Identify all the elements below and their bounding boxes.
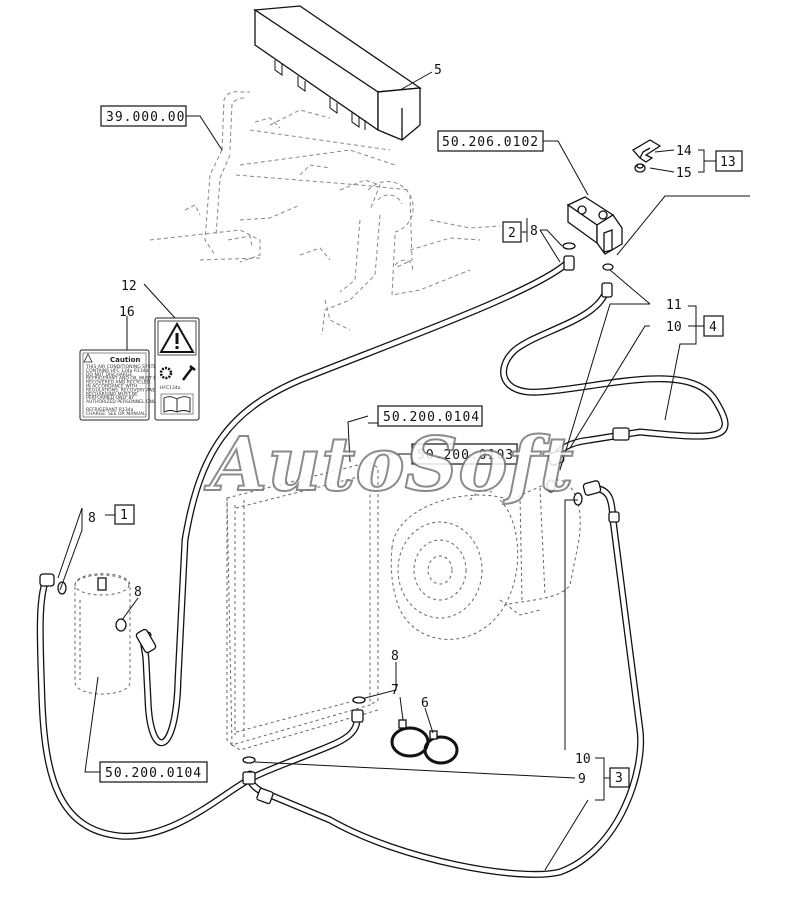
ref-50200-0104-top-text: 50.200.0104: [383, 410, 480, 425]
warning-triangle-icon: [159, 321, 195, 353]
watermark-text: AutoSoft: [204, 422, 574, 508]
decal-warning-code: HFC134a: [160, 385, 181, 391]
part-number-8-drier: 8: [134, 585, 142, 600]
ref-box-13[interactable]: [715, 150, 743, 172]
ref-50200-0104-bottom-text: 50.200.0104: [105, 766, 202, 781]
gear-icon: [159, 366, 173, 380]
decal-caution-title: Caution: [110, 356, 140, 364]
decal-caution-line: AUTHORIZED PERSONNEL ONLY.: [86, 399, 158, 405]
part-number-8-left: 8: [88, 511, 96, 526]
ref-4-text: 4: [709, 320, 717, 335]
part-number-6: 6: [421, 696, 429, 711]
part-number-14: 14: [676, 144, 692, 159]
hose-clamps: [390, 719, 459, 765]
part-number-7: 7: [391, 683, 399, 698]
wrench-icon: [182, 365, 196, 381]
ref-39000-text: 39.000.00: [106, 110, 185, 125]
ref-box-50200-0103[interactable]: [411, 443, 518, 465]
decal-caution-line: RECHARGING MUST BE: [86, 391, 138, 397]
ref-50206-text: 50.206.0102: [442, 135, 539, 150]
ref-3-text: 3: [615, 771, 623, 786]
ref-box-3[interactable]: [609, 767, 630, 788]
reference-boxes: 39.000.00 50.206.0102 50.200.0104 50.200…: [99, 105, 743, 788]
part-number-12: 12: [121, 279, 137, 294]
condenser-outline: [226, 461, 379, 751]
part-number-labels: 5 14 15 8 11 10 12 16 8 8 8 7 6 10 9: [88, 63, 692, 787]
ref-box-50200-0104-bottom[interactable]: [99, 761, 208, 783]
part-number-16: 16: [119, 305, 135, 320]
decal-caution-line: REFRIGERANT R134a: [86, 407, 134, 413]
part-number-11: 11: [666, 298, 682, 313]
ref-box-4[interactable]: [703, 315, 724, 337]
part-number-10-top: 10: [666, 320, 682, 335]
ref-box-50200-0104-top[interactable]: [377, 405, 483, 427]
part-number-9: 9: [578, 772, 586, 787]
ref-2-text: 2: [508, 226, 516, 241]
decal-caution-line: REGULATIONS. RECOVERY AND: [86, 387, 157, 393]
ref-13-text: 13: [720, 155, 736, 170]
hose-clip-and-nut: [631, 139, 662, 173]
receiver-drier: [74, 573, 131, 695]
decal-caution-line: DO NOT DISCHARGE.: [86, 372, 134, 378]
manual-book-icon: [163, 396, 191, 413]
ref-box-50206[interactable]: [437, 130, 544, 152]
compressor-outline: [390, 479, 581, 640]
decal-caution-line: IN ACCORDANCE WITH: [86, 384, 137, 390]
hose-fittings: [39, 255, 630, 805]
part-number-8-top: 8: [530, 224, 538, 239]
decal-caution: Caution THIS AIR CONDITIONING SYSTEMCONT…: [79, 349, 160, 421]
foam-insulation-block: [253, 5, 422, 141]
ref-box-39000[interactable]: [100, 105, 187, 127]
decal-caution-line: REFRIGERANT AND OIL MUST BE: [86, 376, 159, 382]
part-number-8-condenser: 8: [391, 649, 399, 664]
decal-caution-line: CONTAINS HFC 134a R134a: [86, 368, 149, 374]
part-number-10-bottom: 10: [575, 752, 591, 767]
decal-caution-line: RECOVERED AND RECYCLED.: [86, 380, 152, 386]
ref-box-2[interactable]: [502, 221, 522, 243]
ref-50200-0103-text: 50.200.0103: [417, 448, 514, 463]
expansion-valve-block: [566, 196, 623, 255]
ref-box-1[interactable]: [114, 504, 135, 525]
decal-caution-line: PERFORMED ONLY BY: [86, 395, 134, 401]
part-number-15: 15: [676, 166, 692, 181]
o-rings: [57, 242, 614, 764]
decal-warning: HFC134a: [154, 317, 200, 421]
decal-caution-line: THIS AIR CONDITIONING SYSTEM: [85, 364, 160, 370]
decal-caution-line: CHARGE: SEE OP. MANUAL: [86, 411, 146, 417]
ref-1-text: 1: [120, 508, 128, 523]
part-number-5: 5: [434, 63, 442, 78]
background-frame-structure: [149, 91, 501, 336]
